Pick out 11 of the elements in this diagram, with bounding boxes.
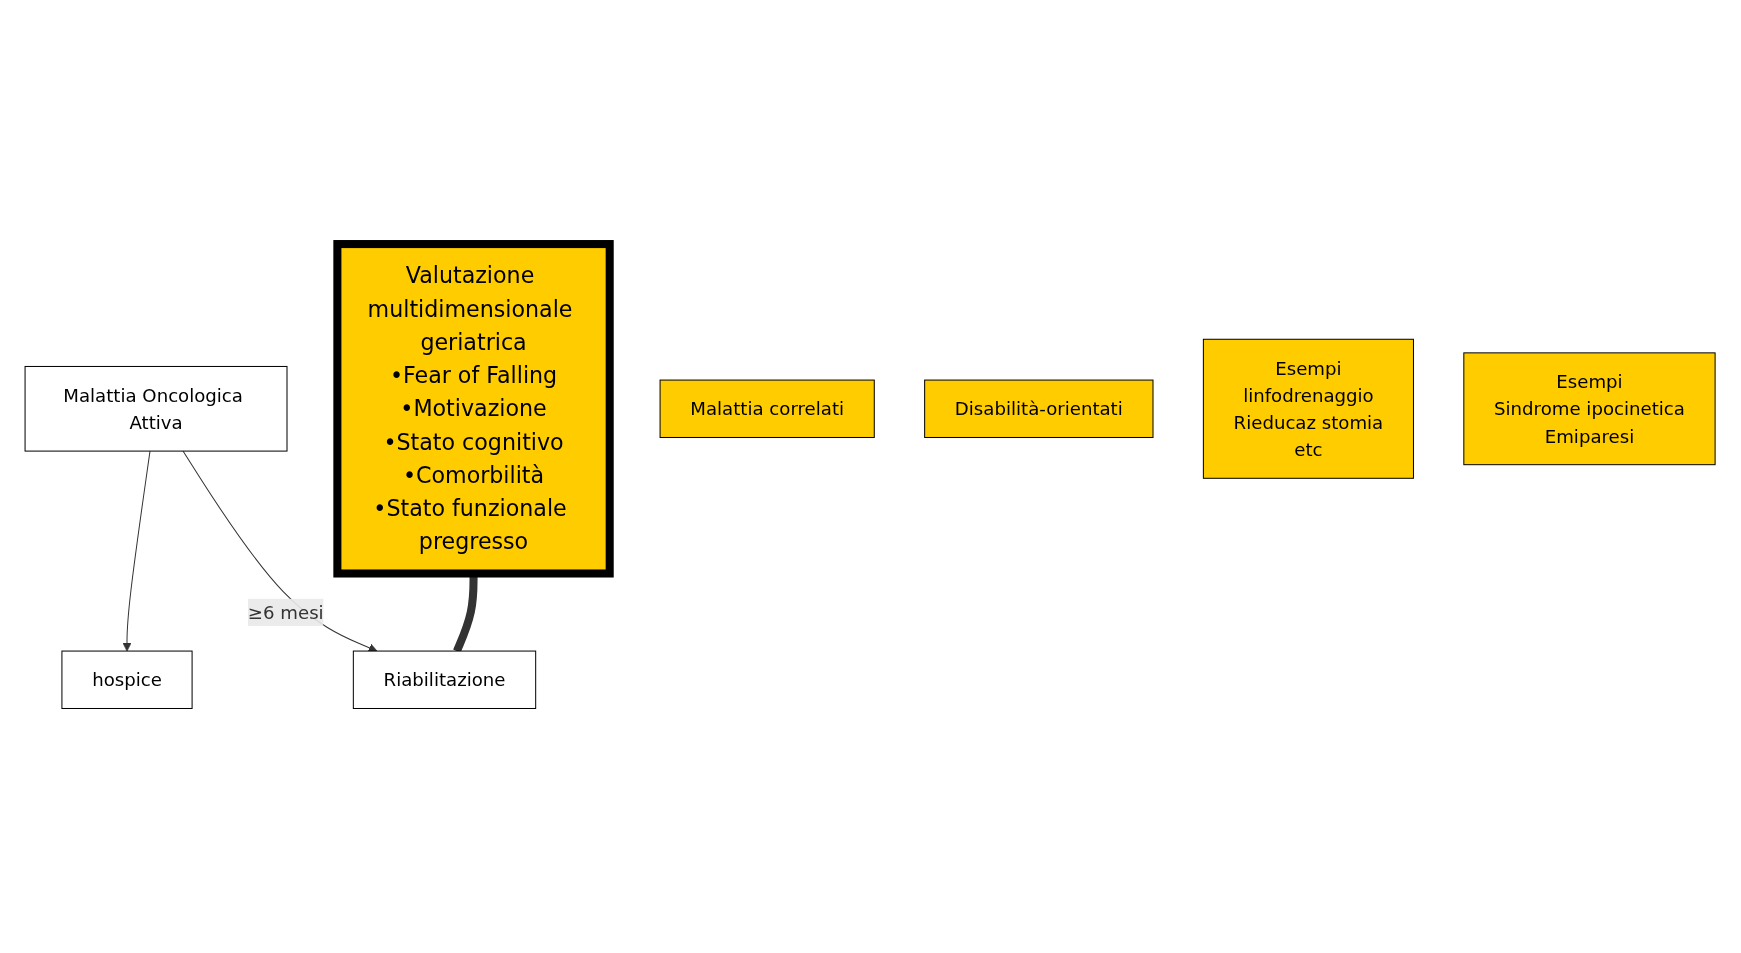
node-box: Esempi linfodrenaggio Rieducaz stomia etc [1203, 338, 1415, 479]
arrow [182, 450, 378, 653]
node-box: Disabilità-orientati [924, 379, 1154, 439]
node-box: Valutazione multidimensionale geriatrica •Fear of Falling •Motivazione •Stato cognitivo •Comorbilità •Stato funzionale pregresso [333, 240, 615, 578]
node-box: hospice [61, 650, 193, 710]
node-box: Esempi Sindrome ipocinetica Emiparesi [1463, 352, 1716, 466]
edge-label: ≥6 mesi [248, 601, 325, 624]
arrow [123, 450, 151, 652]
node-box: Riabilitazione [353, 650, 537, 710]
node-box: Malattia Oncologica Attiva [24, 366, 288, 452]
node-box: Malattia correlati [659, 379, 876, 439]
